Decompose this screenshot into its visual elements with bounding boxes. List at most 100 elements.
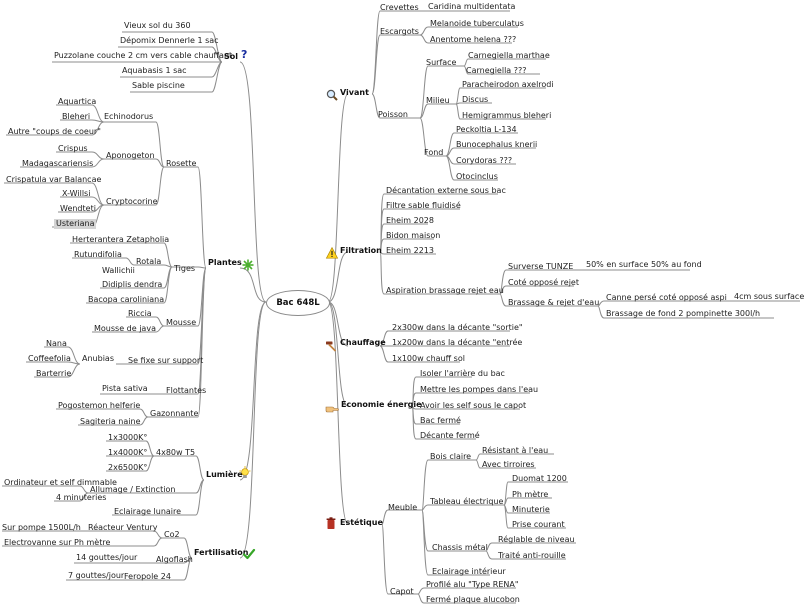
node-otocinclus[interactable]: Otocinclus	[456, 172, 498, 181]
node-tiges[interactable]: Tiges	[174, 264, 196, 273]
node-14-gouttes[interactable]: 14 gouttes/jour	[76, 553, 138, 562]
node-capot[interactable]: Capot	[390, 587, 414, 596]
node-cryptocorine[interactable]: Cryptocorine	[106, 197, 158, 206]
node-reglable[interactable]: Réglable de niveau	[498, 535, 575, 544]
node-anubias[interactable]: Anubias	[82, 354, 114, 363]
node-1x100w[interactable]: 1x100w chauff sol	[392, 354, 465, 363]
node-rotala[interactable]: Rotala	[136, 257, 162, 266]
node-caridina[interactable]: Caridina multidentata	[428, 2, 516, 11]
node-electrovanne[interactable]: Electrovanne sur Ph mètre	[4, 538, 111, 547]
node-surverse[interactable]: Surverse TUNZE	[508, 262, 574, 271]
node-4000k[interactable]: 1x4000K°	[108, 448, 148, 457]
node-didiplis[interactable]: Didiplis dendra	[102, 280, 163, 289]
node-isoler[interactable]: Isoler l'arrière du bac	[420, 369, 505, 378]
node-coffeefolia[interactable]: Coffeefolia	[28, 354, 71, 363]
node-ph-metre[interactable]: Ph mètre	[512, 490, 549, 499]
branch-economie[interactable]: Economie énergie	[341, 400, 422, 409]
node-2x300w[interactable]: 2x300w dans la décante "sortie"	[392, 323, 523, 332]
node-canne[interactable]: Canne persé coté opposé aspi	[606, 293, 727, 302]
branch-fertilisation[interactable]: Fertilisation	[194, 548, 249, 557]
node-tirroires[interactable]: Avec tirroires	[482, 460, 535, 469]
node-brassage-fond[interactable]: Brassage de fond 2 pompinette 300l/h	[606, 309, 761, 318]
node-surface[interactable]: Surface	[426, 58, 457, 67]
node-bunocephalus[interactable]: Bunocephalus knerii	[456, 140, 538, 149]
node-feropole[interactable]: Feropole 24	[124, 572, 171, 581]
node-chassis[interactable]: Chassis métal	[432, 543, 488, 552]
node-self-capot[interactable]: Avoir les self sous le capot	[420, 401, 527, 410]
node-aquartica[interactable]: Aquartica	[58, 97, 97, 106]
node-madagascariensis[interactable]: Madagascariensis	[22, 159, 94, 168]
node-eheim-2213[interactable]: Eheim 2213	[386, 246, 434, 255]
node-eclairage-interieur[interactable]: Eclairage intérieur	[432, 567, 506, 576]
node-discus[interactable]: Discus	[462, 95, 489, 104]
node-bacopa[interactable]: Bacopa caroliniana	[88, 295, 165, 304]
node-traite[interactable]: Traité anti-rouille	[498, 551, 566, 560]
node-anentome[interactable]: Anentome helena ???	[430, 35, 517, 44]
node-autre-coups[interactable]: Autre "coups de coeur"	[8, 127, 101, 136]
node-crevettes[interactable]: Crevettes	[380, 3, 419, 12]
branch-plantes[interactable]: Plantes	[208, 258, 242, 267]
node-allumage[interactable]: Allumage / Extinction	[90, 485, 176, 494]
node-puzzolane[interactable]: Puzzolane couche 2 cm vers cable chauffa…	[54, 51, 233, 60]
node-pogostemon[interactable]: Pogostemon helferie	[58, 401, 141, 410]
node-bois-claire[interactable]: Bois claire	[430, 452, 472, 461]
node-aquabasis[interactable]: Aquabasis 1 sac	[122, 66, 187, 75]
node-vieux-sol[interactable]: Vieux sol du 360	[124, 21, 191, 30]
node-bidon-maison[interactable]: Bidon maison	[386, 231, 441, 240]
node-cote-oppose[interactable]: Coté opposé rejet	[508, 278, 579, 287]
node-melanoide[interactable]: Melanoide tuberculatus	[430, 19, 524, 28]
node-profile-alu[interactable]: Profilé alu "Type RENA"	[426, 580, 519, 589]
node-se-fixe[interactable]: Se fixe sur support	[128, 356, 204, 365]
node-rosette[interactable]: Rosette	[166, 159, 197, 168]
branch-vivant[interactable]: Vivant	[340, 88, 369, 97]
node-4x80w-t5[interactable]: 4x80w T5	[156, 448, 196, 457]
node-pista[interactable]: Pista sativa	[102, 384, 148, 393]
node-brassage-rejet[interactable]: Brassage & rejet d'eau	[508, 298, 600, 307]
node-depomix[interactable]: Dépomix Dennerle 1 sac	[120, 36, 219, 45]
node-milieu[interactable]: Milieu	[426, 96, 450, 105]
node-4cm[interactable]: 4cm sous surface	[734, 292, 804, 301]
node-rutundifolia[interactable]: Rutundifolia	[74, 250, 122, 259]
node-nana[interactable]: Nana	[46, 339, 67, 348]
node-6500k[interactable]: 2x6500K°	[108, 463, 148, 472]
node-hemigrammus[interactable]: Hemigrammus bleheri	[462, 111, 552, 120]
node-mousse[interactable]: Mousse	[166, 318, 197, 327]
node-herterantera[interactable]: Herterantera Zetapholia	[72, 235, 170, 244]
node-corydoras[interactable]: Corydoras ???	[456, 156, 513, 165]
node-eheim-2028[interactable]: Eheim 2028	[386, 216, 434, 225]
node-minuterie[interactable]: Minuterie	[512, 505, 550, 514]
branch-esthetique[interactable]: Estétique	[340, 518, 383, 527]
central-topic[interactable]: Bac 648L	[266, 290, 330, 316]
node-pompes[interactable]: Mettre les pompes dans l'eau	[420, 385, 539, 394]
node-7-gouttes[interactable]: 7 gouttes/jour	[68, 571, 125, 580]
node-sur-pompe[interactable]: Sur pompe 1500L/h	[2, 523, 81, 532]
node-plaque-alucobon[interactable]: Fermé plaque alucobon	[426, 595, 520, 604]
node-bleheri[interactable]: Bleheri	[62, 112, 91, 121]
node-duomat[interactable]: Duomat 1200	[512, 474, 567, 483]
node-algoflash[interactable]: Algoflash	[156, 555, 193, 564]
node-wallichii[interactable]: Wallichii	[102, 266, 135, 275]
node-decante-ferme[interactable]: Décante fermé	[420, 431, 480, 440]
node-paracheirodon[interactable]: Paracheirodon axelrodi	[462, 80, 554, 89]
node-x-willsi[interactable]: X-Willsi	[62, 189, 91, 198]
node-bac-ferme[interactable]: Bac fermé	[420, 416, 461, 425]
node-filtre-sable[interactable]: Filtre sable fluidisé	[386, 201, 461, 210]
node-echinodorus[interactable]: Echinodorus	[104, 112, 154, 121]
node-crispatula[interactable]: Crispatula var Balancae	[6, 175, 102, 184]
node-aspiration[interactable]: Aspiration brassage rejet eau	[386, 286, 504, 295]
node-wendteti[interactable]: Wendteti	[60, 204, 96, 213]
node-decantation[interactable]: Décantation externe sous bac	[386, 186, 506, 195]
node-prise-courant[interactable]: Prise courant	[512, 520, 565, 529]
node-escargots[interactable]: Escargots	[380, 27, 419, 36]
node-fond[interactable]: Fond	[424, 148, 444, 157]
node-poisson[interactable]: Poisson	[378, 110, 408, 119]
node-riccia[interactable]: Riccia	[128, 309, 152, 318]
node-reacteur[interactable]: Réacteur Ventury	[88, 523, 158, 532]
branch-sol[interactable]: Sol	[224, 52, 238, 61]
node-crispus[interactable]: Crispus	[58, 144, 88, 153]
node-flottantes[interactable]: Flottantes	[166, 386, 207, 395]
node-1x200w[interactable]: 1x200w dans la décante "entrée	[392, 338, 523, 347]
node-resistant[interactable]: Résistant à l'eau	[482, 446, 549, 455]
node-eclairage-lunaire[interactable]: Eclairage lunaire	[114, 507, 182, 516]
node-4-minuteries[interactable]: 4 minuteries	[56, 493, 107, 502]
